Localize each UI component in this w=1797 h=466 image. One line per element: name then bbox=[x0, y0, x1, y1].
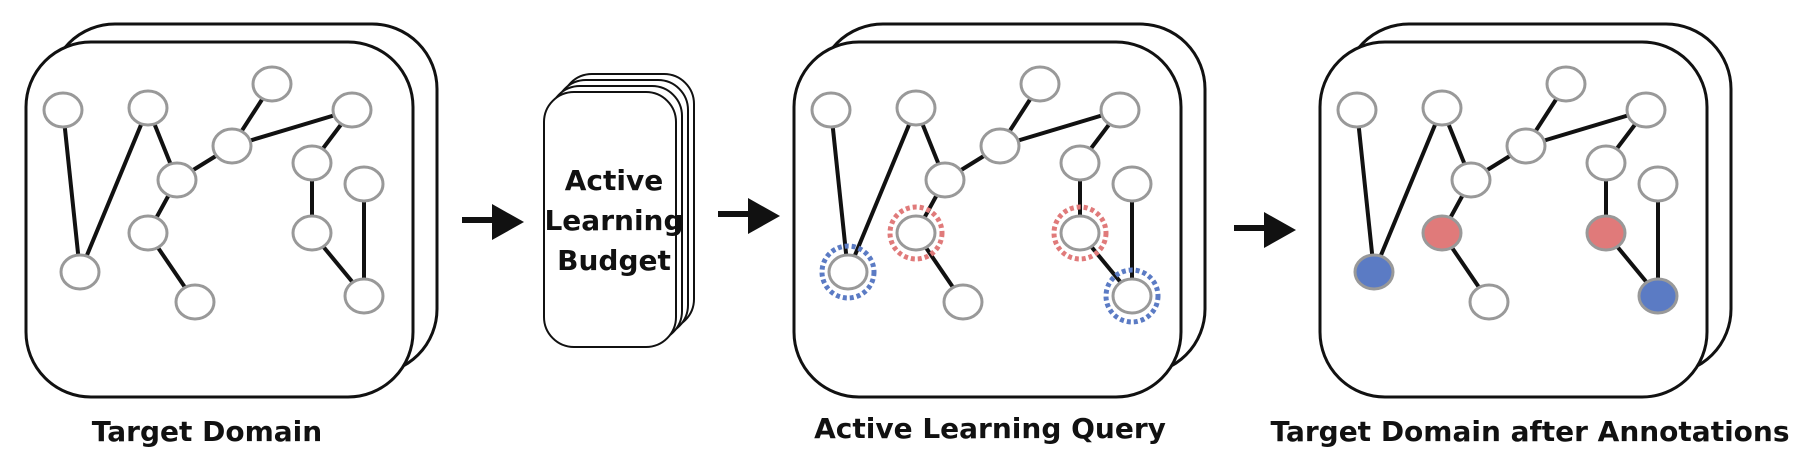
graph-node bbox=[895, 89, 937, 127]
graph-node bbox=[1111, 165, 1153, 203]
graph-node bbox=[1625, 91, 1667, 129]
budget-line-3: Budget bbox=[557, 244, 671, 277]
graph-node bbox=[1545, 65, 1587, 103]
graph-node bbox=[291, 144, 333, 182]
panel-annotated bbox=[1318, 22, 1733, 399]
graph-edge bbox=[61, 109, 82, 273]
query-ring bbox=[887, 204, 945, 262]
graph-edge bbox=[1372, 107, 1444, 273]
graph-node bbox=[211, 127, 253, 165]
arrow-1 bbox=[462, 204, 524, 240]
arrow-2 bbox=[718, 198, 780, 234]
graph-node bbox=[331, 91, 373, 129]
graph-node bbox=[895, 214, 937, 252]
graph-node bbox=[251, 65, 293, 103]
graph-edge bbox=[231, 108, 353, 148]
label-target-after-annotations: Target Domain after Annotations bbox=[1270, 415, 1789, 448]
graph-edge bbox=[1355, 109, 1376, 273]
label-target-domain: Target Domain bbox=[92, 415, 322, 448]
graph-node bbox=[827, 253, 869, 291]
graph-node bbox=[1468, 283, 1510, 321]
graph-node bbox=[343, 277, 385, 315]
label-active-learning-query: Active Learning Query bbox=[814, 412, 1166, 445]
graph-node bbox=[343, 165, 385, 203]
graph-node bbox=[1099, 91, 1141, 129]
graph-node bbox=[1336, 91, 1378, 129]
graph-node bbox=[942, 283, 984, 321]
graph-node bbox=[979, 127, 1021, 165]
graph-edge bbox=[846, 107, 918, 273]
graph-node bbox=[59, 253, 101, 291]
budget-stack: Active Learning Budget bbox=[543, 73, 695, 348]
graph-node bbox=[156, 161, 198, 199]
graph-edge bbox=[78, 107, 150, 273]
graph-node bbox=[924, 161, 966, 199]
graph-node bbox=[810, 91, 852, 129]
query-ring bbox=[1103, 267, 1161, 325]
graph-node bbox=[291, 214, 333, 252]
graph-node bbox=[1505, 127, 1547, 165]
graph-node bbox=[1059, 144, 1101, 182]
panel-query bbox=[792, 22, 1207, 399]
graph-node bbox=[1421, 214, 1463, 252]
graph-edge bbox=[1525, 108, 1647, 148]
budget-line-1: Active bbox=[565, 164, 664, 197]
graph-node bbox=[1585, 144, 1627, 182]
panel-target bbox=[24, 22, 439, 399]
graph-node bbox=[1019, 65, 1061, 103]
graph-node bbox=[127, 89, 169, 127]
query-ring bbox=[819, 243, 877, 301]
graph-node bbox=[1111, 277, 1153, 315]
budget-line-2: Learning bbox=[544, 204, 683, 237]
query-ring bbox=[1051, 204, 1109, 262]
graph-node bbox=[1637, 165, 1679, 203]
graph-node bbox=[127, 214, 169, 252]
graph-node bbox=[42, 91, 84, 129]
graph-node bbox=[1450, 161, 1492, 199]
graph-node bbox=[1585, 214, 1627, 252]
graph-edge bbox=[999, 108, 1121, 148]
graph-node bbox=[1353, 253, 1395, 291]
graph-node bbox=[1637, 277, 1679, 315]
graph-edge bbox=[829, 109, 850, 273]
graph-node bbox=[1059, 214, 1101, 252]
arrow-3 bbox=[1234, 212, 1296, 248]
graph-node bbox=[1421, 89, 1463, 127]
graph-node bbox=[174, 283, 216, 321]
